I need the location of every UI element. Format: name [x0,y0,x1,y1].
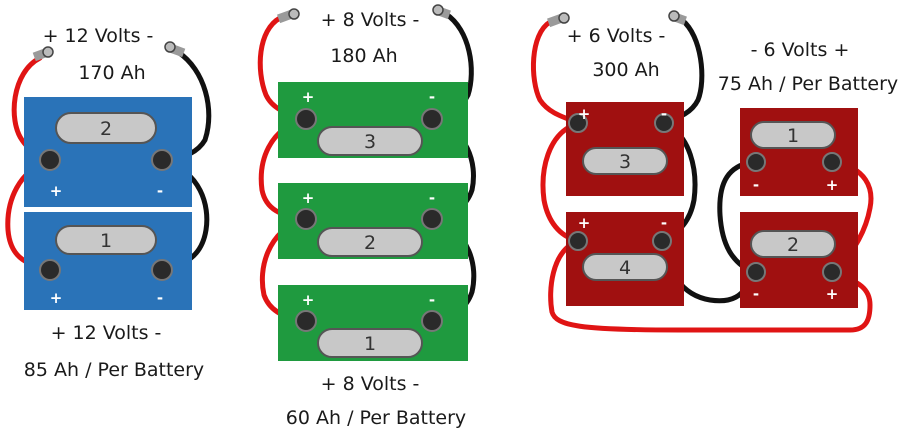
right-side-voltage-label: - 6 Volts + [751,39,850,61]
ring-lug-icon [547,12,570,28]
negative-terminal-icon [421,108,443,130]
ring-lug-icon [164,41,186,58]
battery-label-pill [317,227,423,257]
right-battery-group: 3 + - 4 + - 1 - + [530,10,898,333]
battery-number: 2 [787,234,799,256]
negative-sign: - [429,291,435,309]
left-bottom-voltage-label: + 12 Volts - [51,322,162,344]
negative-terminal-icon [746,152,766,172]
battery-label-pill [317,126,423,156]
battery: 1 + - [278,285,468,361]
positive-terminal-icon [822,262,842,282]
negative-sign: - [429,88,435,106]
right-side-capacity-label: 75 Ah / Per Battery [718,73,898,95]
left-top-capacity-label: 170 Ah [78,62,145,84]
positive-sign: + [826,285,839,303]
battery-label-pill [582,147,668,175]
battery-label-pill [750,230,836,258]
positive-sign: + [302,291,315,309]
right-outer-positive-loop-wire [548,239,873,333]
battery-label-pill [55,112,157,144]
middle-top-voltage-label: + 8 Volts - [321,9,420,31]
negative-sign: - [157,182,163,200]
battery: 1 + - [24,212,192,310]
battery-number: 1 [364,333,376,355]
positive-sign: + [826,176,839,194]
positive-sign: + [302,88,315,106]
negative-sign: - [753,285,759,303]
middle-battery-group: 3 + - 2 + - 1 + - [257,4,477,429]
right-top-capacity-label: 300 Ah [592,59,659,81]
battery-number: 1 [787,125,799,147]
negative-terminal-icon [151,259,173,281]
positive-sign: + [302,189,315,207]
left-bottom-capacity-label: 85 Ah / Per Battery [24,359,204,381]
middle-bottom-capacity-label: 60 Ah / Per Battery [286,407,466,429]
ring-lug-icon [277,8,300,24]
positive-sign: + [578,214,591,232]
positive-sign: + [50,289,63,307]
battery: 3 + - [278,82,468,158]
battery-label-pill [582,253,668,281]
battery-label-pill [55,225,157,255]
battery-number: 2 [100,118,112,140]
battery: 3 + - [566,102,684,196]
positive-terminal-icon [568,113,588,133]
right-main-positive-wire [530,19,579,125]
middle-top-capacity-label: 180 Ah [330,45,397,67]
positive-terminal-icon [822,152,842,172]
battery-number: 3 [619,151,631,173]
battery-label-pill [317,328,423,358]
positive-terminal-icon [39,259,61,281]
right-positive-link-wire [540,121,579,243]
battery-number: 4 [619,257,631,279]
negative-sign: - [661,214,667,232]
positive-terminal-icon [295,208,317,230]
positive-terminal-icon [295,108,317,130]
battery: 2 + - [278,183,468,259]
right-top-voltage-label: + 6 Volts - [567,25,666,47]
battery: 2 + - [24,97,192,207]
negative-sign: - [661,105,667,123]
negative-terminal-icon [654,113,674,133]
negative-terminal-icon [421,208,443,230]
positive-sign: + [578,105,591,123]
ring-lug-icon [32,46,54,62]
negative-terminal-icon [652,231,672,251]
battery: 4 + - [566,212,684,306]
negative-terminal-icon [151,149,173,171]
battery-icon [740,212,858,308]
negative-sign: - [753,176,759,194]
middle-bottom-voltage-label: + 8 Volts - [321,373,420,395]
positive-terminal-icon [568,231,588,251]
battery: 1 - + [740,108,858,196]
right-negative-bank-link-wire [717,159,755,275]
positive-terminal-icon [295,310,317,332]
left-battery-group: 2 + - 1 + - + 12 Volts - 170 Ah + 12 Vol [5,25,212,381]
left-top-voltage-label: + 12 Volts - [43,25,154,47]
negative-terminal-icon [746,262,766,282]
positive-terminal-icon [39,149,61,171]
positive-sign: + [50,182,63,200]
battery-number: 2 [364,232,376,254]
battery: 2 - + [740,212,858,308]
battery-number: 1 [100,230,112,252]
battery-label-pill [750,121,836,149]
negative-sign: - [429,189,435,207]
battery-number: 3 [364,131,376,153]
ring-lug-icon [432,4,451,20]
negative-sign: - [157,289,163,307]
ring-lug-icon [668,10,687,26]
negative-terminal-icon [421,310,443,332]
